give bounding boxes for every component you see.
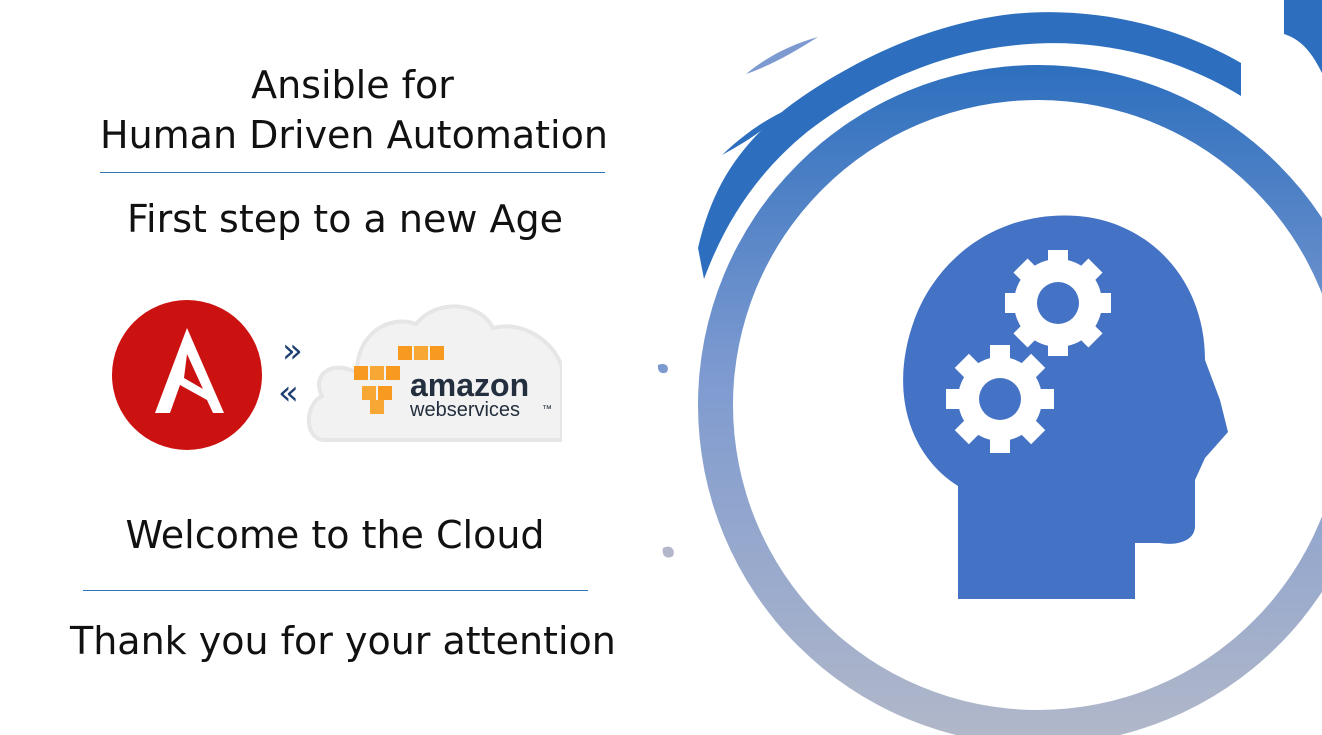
thanks-text: Thank you for your attention — [70, 619, 616, 663]
right-art — [620, 0, 1322, 735]
title-line-1: Ansible for — [251, 63, 454, 107]
subtitle: First step to a new Age — [126, 197, 564, 241]
arrow-right-icon: » — [282, 331, 303, 371]
head-with-gears-icon — [903, 215, 1228, 599]
gear-icon — [946, 345, 1054, 453]
welcome-text: Welcome to the Cloud — [125, 513, 545, 557]
title-line-2: Human Driven Automation — [100, 113, 608, 157]
right-art-graphic — [657, 0, 1322, 735]
title-divider — [100, 172, 605, 173]
closing-divider — [83, 590, 588, 591]
aws-wordmark: amazon — [410, 367, 529, 403]
gear-icon — [1005, 250, 1111, 356]
aws-tm: ™ — [542, 404, 552, 415]
logo-area: » « amazon webservices ™ — [110, 290, 564, 450]
aws-subtitle: webservices — [409, 399, 520, 421]
logo-graphic: » « amazon webservices ™ — [112, 300, 564, 450]
arrow-left-icon: « — [278, 373, 299, 413]
ansible-logo-icon — [112, 300, 262, 450]
aws-cubes-icon — [354, 346, 444, 414]
